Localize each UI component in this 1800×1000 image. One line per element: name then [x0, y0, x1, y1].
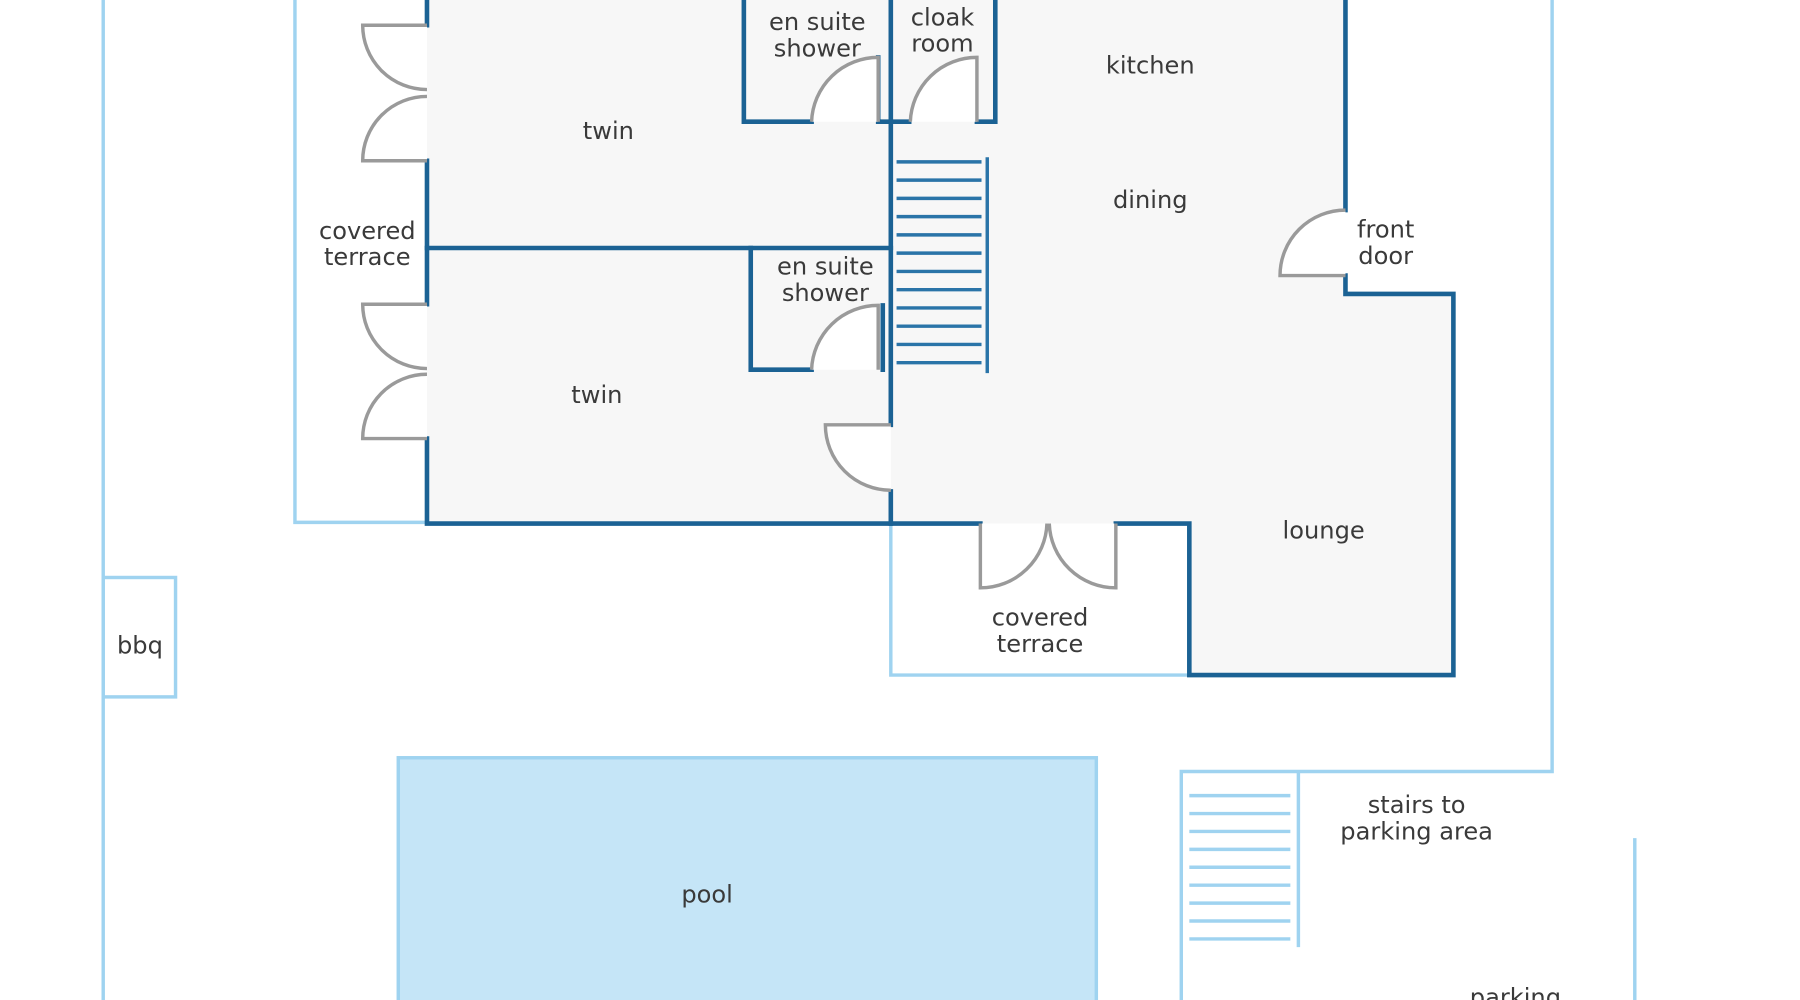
walls — [424, 0, 1456, 678]
label-stairs-line2: parking area — [1340, 817, 1493, 845]
label-kitchen: kitchen — [1106, 51, 1195, 79]
door-terrace-left-1b — [360, 94, 427, 163]
outdoor-outlines — [101, 0, 1637, 1000]
label-terrace-left-line1: covered — [319, 217, 416, 245]
door-terrace-left-2a — [360, 302, 427, 371]
label-bbq: bbq — [117, 631, 163, 659]
door-twin-2 — [823, 423, 891, 492]
label-twin-2: twin — [571, 381, 622, 409]
label-terrace-bottom-line2: terrace — [997, 630, 1084, 658]
label-cloak-line1: cloak — [911, 3, 974, 31]
label-cloak-line2: room — [911, 30, 973, 58]
label-twin-1: twin — [583, 117, 634, 145]
door-cloak-room — [908, 55, 979, 122]
door-terrace-bottom-a — [978, 523, 1049, 590]
label-ensuite-1-line2: shower — [774, 34, 861, 62]
label-ensuite-1-line1: en suite — [769, 8, 866, 36]
stairs-to-parking — [1189, 793, 1291, 941]
building-footprint — [426, 0, 1454, 676]
door-terrace-bottom-b — [1047, 523, 1118, 590]
door-terrace-left-1a — [360, 23, 427, 92]
label-front-door-line1: front — [1357, 216, 1414, 244]
room-labels: twin twin en suite shower en suite showe… — [117, 3, 1561, 1000]
door-terrace-left-2b — [360, 372, 427, 441]
label-ensuite-2-line1: en suite — [777, 252, 874, 280]
door-ensuite-2 — [809, 303, 880, 370]
label-parking: parking — [1470, 984, 1561, 1000]
bbq-area — [101, 575, 178, 699]
label-pool: pool — [681, 880, 733, 908]
pool — [396, 756, 1099, 1000]
label-terrace-left-line2: terrace — [324, 243, 411, 271]
label-lounge: lounge — [1283, 516, 1365, 544]
door-ensuite-1 — [809, 55, 880, 122]
label-front-door-line2: door — [1358, 242, 1413, 270]
label-terrace-bottom-line1: covered — [992, 604, 1089, 632]
interior-staircase — [896, 157, 989, 374]
label-dining: dining — [1113, 186, 1188, 214]
label-ensuite-2-line2: shower — [782, 279, 869, 307]
front-door — [1278, 208, 1346, 278]
label-stairs-line1: stairs to — [1368, 791, 1466, 819]
doors — [360, 23, 1346, 590]
